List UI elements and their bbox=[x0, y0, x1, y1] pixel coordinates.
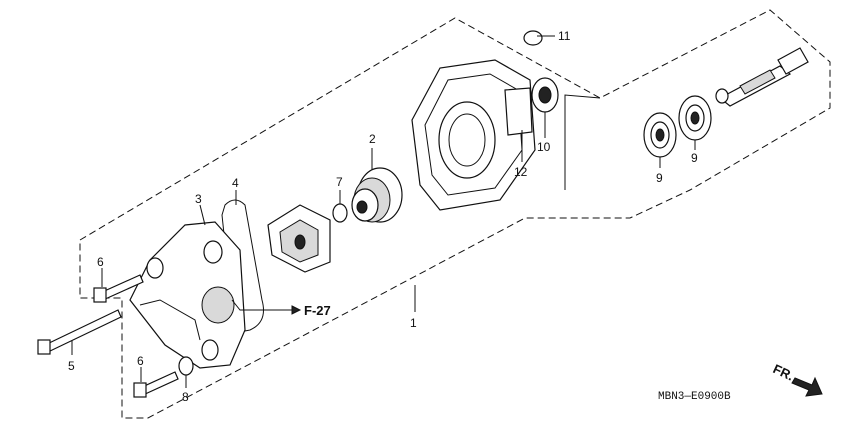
leader-lines bbox=[71, 35, 696, 388]
callout-3: 3 bbox=[195, 192, 202, 206]
drawing-code: MBN3—E0900B bbox=[658, 391, 731, 403]
snap-ring bbox=[523, 30, 543, 46]
callout-8: 8 bbox=[182, 390, 189, 404]
bearing-right bbox=[678, 95, 712, 141]
front-arrow-icon bbox=[791, 376, 823, 397]
callout-6-lower: 6 bbox=[137, 354, 144, 368]
callout-11: 11 bbox=[558, 29, 571, 43]
impeller bbox=[267, 204, 331, 273]
shaft-group-boundary bbox=[564, 94, 601, 190]
bearing-left bbox=[643, 112, 677, 158]
bolt-long bbox=[37, 309, 122, 355]
callout-2: 2 bbox=[369, 132, 376, 146]
front-indicator: FR. bbox=[771, 361, 823, 397]
mechanical-seal bbox=[351, 167, 403, 223]
pump-shaft bbox=[715, 47, 809, 107]
callout-12: 12 bbox=[514, 165, 528, 179]
callout-1: 1 bbox=[410, 316, 417, 330]
callout-7: 7 bbox=[336, 175, 343, 189]
pump-body bbox=[411, 59, 536, 211]
bolt-lower bbox=[133, 371, 179, 398]
sealing-washer bbox=[178, 356, 194, 376]
washer bbox=[332, 203, 348, 223]
callout-6-upper: 6 bbox=[97, 255, 104, 269]
bolt-upper bbox=[93, 274, 144, 303]
pump-cover bbox=[129, 221, 246, 369]
callout-4: 4 bbox=[232, 176, 239, 190]
callout-9-left: 9 bbox=[656, 171, 663, 185]
callout-5: 5 bbox=[68, 359, 75, 373]
reference-label: F-27 bbox=[304, 303, 331, 318]
front-label: FR. bbox=[771, 361, 796, 383]
oil-seal bbox=[531, 77, 559, 113]
callout-10: 10 bbox=[537, 140, 551, 154]
callout-9-right: 9 bbox=[691, 151, 698, 165]
assembly-boundary bbox=[79, 9, 831, 419]
